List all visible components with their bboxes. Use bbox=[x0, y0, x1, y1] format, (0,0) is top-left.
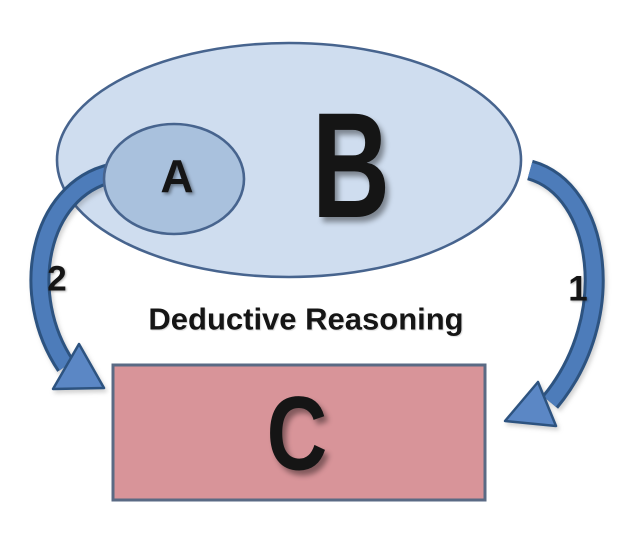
arrow-1-label: 1 bbox=[568, 269, 588, 309]
arrow-2-head bbox=[51, 342, 106, 391]
diagram-title: Deductive Reasoning bbox=[148, 301, 464, 337]
arrow-2-label: 2 bbox=[47, 259, 67, 299]
arrow-1-curve bbox=[527, 162, 602, 407]
set-a-ellipse bbox=[102, 122, 246, 236]
arrow-1-head bbox=[503, 380, 558, 428]
conclusion-box bbox=[111, 363, 487, 502]
set-b-label: B bbox=[312, 81, 390, 249]
arrow-2-curve bbox=[32, 165, 115, 371]
conclusion-label: C bbox=[266, 375, 328, 493]
set-a-label: A bbox=[160, 150, 194, 202]
